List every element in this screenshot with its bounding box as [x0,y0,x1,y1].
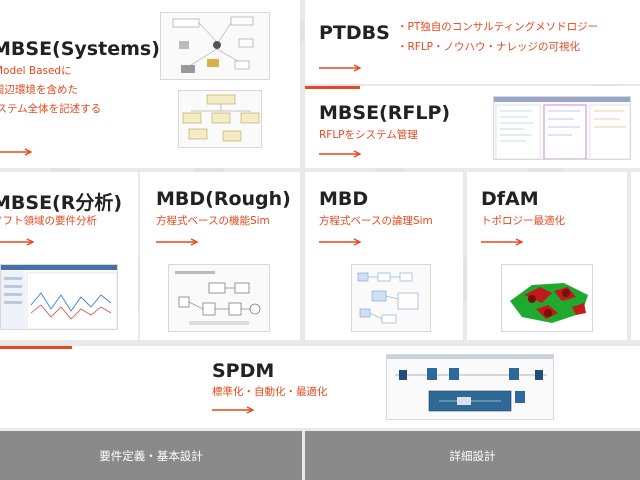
card-desc-line-1: ソフト領域の要件分析 [0,215,97,227]
card-title: PTDBS [319,22,390,44]
card-title: MBSE(R分析) [0,192,123,214]
requirements-tool-thumbnail [0,264,118,330]
logic-sim-thumbnail [351,264,431,332]
card-title: MBD [319,188,369,210]
arrow-right-icon [319,150,365,158]
card-desc-line-2: ・RFLP・ノウハウ・ナレッジの可視化 [397,41,581,53]
card-desc-line-3: システム全体を記述する [0,103,102,115]
arrow-right-icon [319,238,365,246]
arrow-right-icon [481,238,527,246]
card-mbd[interactable]: MBD 方程式ベースの論理Sim [305,172,463,340]
modelica-diagram-thumbnail [168,264,270,332]
topology-optimization-thumbnail [501,264,593,332]
arrow-right-icon [0,148,36,156]
rflp-tool-thumbnail [493,96,631,160]
card-ptdbs[interactable]: PTDBS ・PT独自のコンサルティングメソドロジー ・RFLP・ノウハウ・ナレ… [305,0,640,84]
card-desc-line-1: トポロジー最適化 [481,215,565,227]
card-desc-line-1: 標準化・自動化・最適化 [212,386,328,398]
accent-bar [0,346,72,349]
arrow-right-icon [0,238,38,246]
card-title: MBSE(RFLP) [319,102,451,124]
card-desc-line-1: ・PT独自のコンサルティングメソドロジー [397,21,599,33]
card-title: DfAM [481,188,539,210]
card-mbd-rough[interactable]: MBD(Rough) 方程式ベースの機能Sim [140,172,300,340]
arrow-right-icon [156,238,202,246]
card-title: MBD(Rough) [156,188,291,210]
card-mbse-rflp[interactable]: MBSE(RFLP) RFLPをシステム管理 [305,86,640,168]
card-mbse-systems[interactable]: MBSE(Systems) Model Basedに 周辺環境を含めた システム… [0,0,300,168]
card-spdm[interactable]: SPDM 標準化・自動化・最適化 [0,346,640,428]
accent-bar [305,86,360,89]
arrow-right-icon [212,406,258,414]
card-desc-line-2: 周辺環境を含めた [0,84,78,96]
block-diagram-thumbnail [178,90,262,148]
footer-detailed-design: 詳細設計 [305,431,640,480]
card-dfam[interactable]: DfAM トポロジー最適化 [467,172,627,340]
arrow-right-icon [319,64,365,72]
card-desc-line-1: RFLPをシステム管理 [319,129,418,141]
system-diagram-thumbnail [160,12,270,80]
card-title: SPDM [212,360,275,382]
card-desc-line-1: 方程式ベースの機能Sim [156,215,270,227]
workflow-thumbnail [386,354,554,420]
card-desc-line-1: Model Basedに [0,65,72,77]
footer-basic-design: 要件定義・基本設計 [0,431,302,480]
card-edge [631,172,640,340]
card-mbse-requirements[interactable]: MBSE(R分析) ソフト領域の要件分析 [0,172,138,340]
card-desc-line-1: 方程式ベースの論理Sim [319,215,433,227]
card-title: MBSE(Systems) [0,38,160,60]
